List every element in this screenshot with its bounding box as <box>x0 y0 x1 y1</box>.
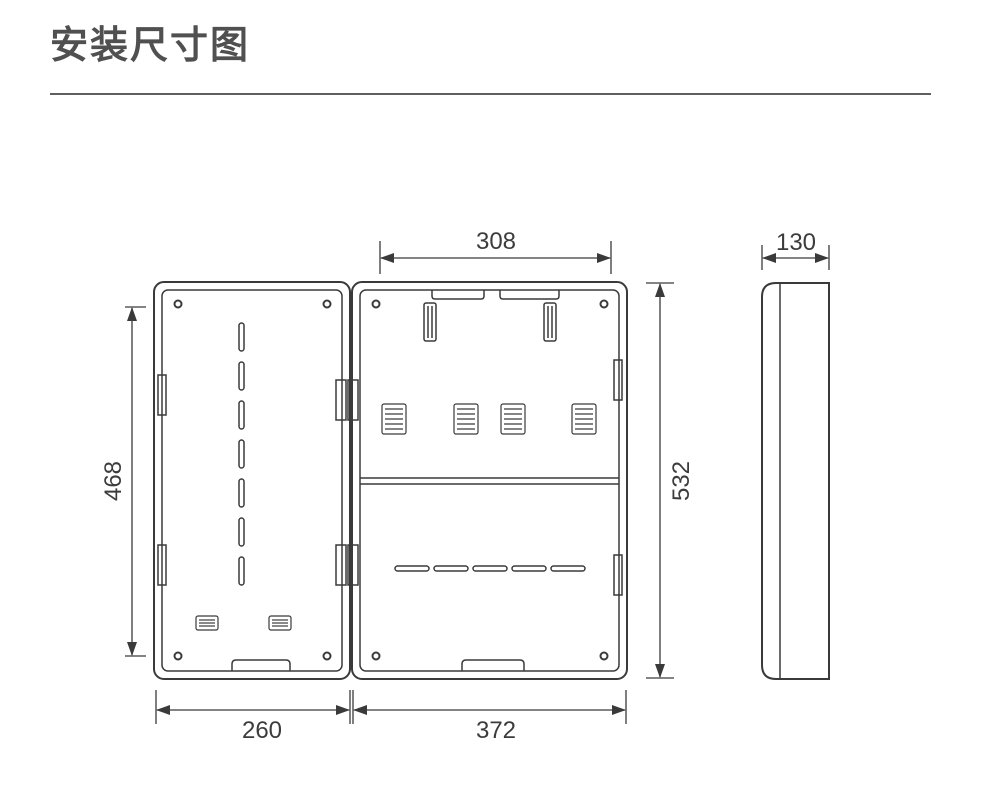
left-panel-tab-left-bottom <box>157 544 167 586</box>
right-panel-top-notch <box>499 290 560 300</box>
left-panel-bottom-notch <box>231 659 291 671</box>
right-panel-rail-clip <box>543 302 557 342</box>
right-panel-inner <box>359 289 620 672</box>
dimension-lines <box>125 241 830 724</box>
right-panel-outer <box>351 281 628 680</box>
right-panel-screw-hole <box>371 299 381 309</box>
right-panel-tab-left-bottom <box>347 544 359 586</box>
left-panel-outer <box>153 281 351 680</box>
left-panel <box>153 281 351 680</box>
right-panel-vent <box>453 403 479 435</box>
dimension-label-372: 372 <box>476 717 516 744</box>
left-panel-screw-hole <box>322 299 332 309</box>
dimension-label-468: 468 <box>100 461 127 501</box>
side-view-outline <box>761 282 830 680</box>
title-divider <box>50 93 931 95</box>
right-panel-divider <box>360 477 619 485</box>
right-panel-bottom-notch <box>461 659 525 671</box>
left-panel-tab-right-bottom <box>335 544 347 586</box>
right-panel-horizontal-slots <box>394 565 586 572</box>
side-view <box>761 282 830 680</box>
right-panel-screw-hole <box>371 651 381 661</box>
dimension-label-308: 308 <box>476 228 516 255</box>
dimension-label-130: 130 <box>776 229 816 256</box>
left-panel-tab-left-top <box>157 374 167 416</box>
left-panel-screw-hole <box>173 651 183 661</box>
right-panel-tab-right-top <box>613 359 623 401</box>
left-panel-vent <box>268 615 292 631</box>
page-title: 安装尺寸图 <box>50 23 251 67</box>
right-panel-tab-right-bottom <box>613 554 623 596</box>
right-panel <box>347 281 628 680</box>
right-panel-screw-hole <box>599 299 609 309</box>
right-panel-vent <box>381 403 407 435</box>
dimension-label-260: 260 <box>242 717 282 744</box>
right-panel-vent <box>571 403 597 435</box>
left-panel-screw-hole <box>322 651 332 661</box>
right-panel-vent <box>500 403 526 435</box>
left-panel-vertical-slots <box>238 322 245 586</box>
dimension-label-532: 532 <box>668 461 695 501</box>
left-panel-tab-right-top <box>335 379 347 421</box>
right-panel-rail-clip <box>423 302 437 342</box>
left-panel-screw-hole <box>173 299 183 309</box>
right-panel-screw-hole <box>599 651 609 661</box>
right-panel-tab-left-top <box>347 379 359 421</box>
right-panel-top-notch <box>431 290 485 300</box>
left-panel-vent <box>195 615 219 631</box>
left-panel-inner <box>161 289 343 672</box>
